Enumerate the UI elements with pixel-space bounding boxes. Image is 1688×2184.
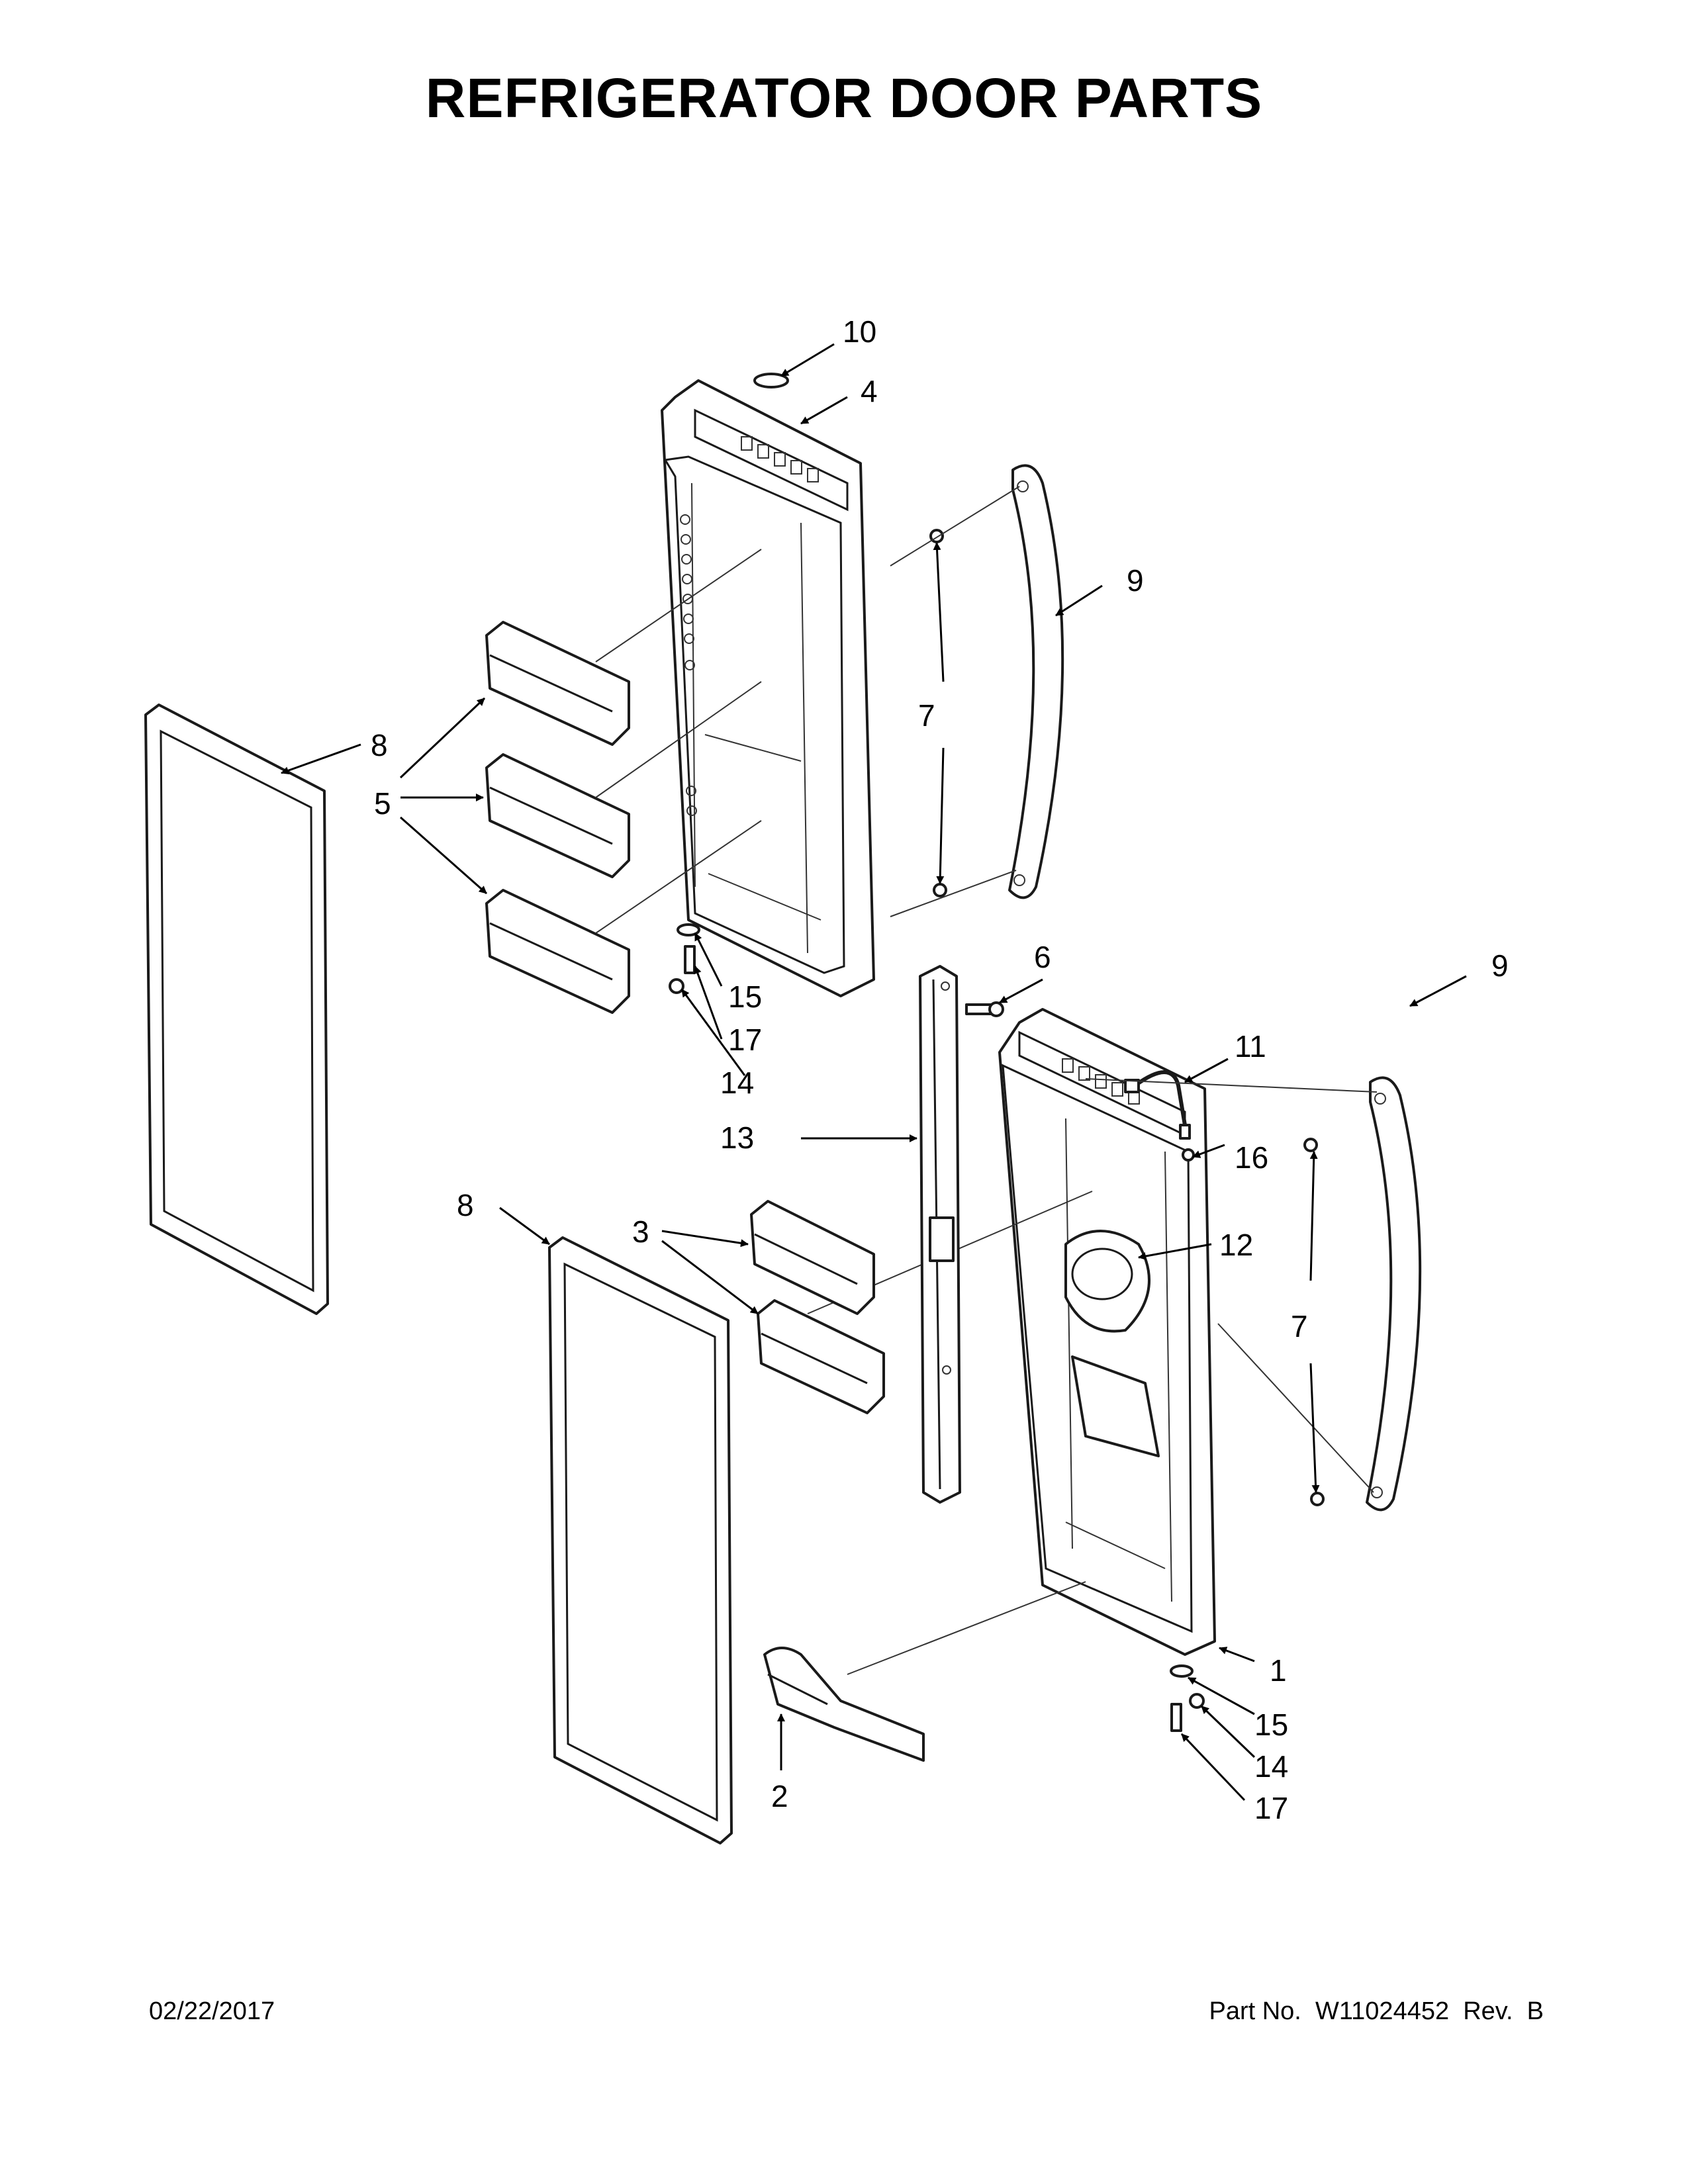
- callout-6: 6: [1034, 940, 1051, 974]
- handle-screw: [1310, 1492, 1325, 1506]
- right-door-bins: [750, 1200, 885, 1414]
- left-door-bins: [485, 621, 630, 1014]
- callout-10: 10: [843, 314, 876, 349]
- hinge-bushing-top: [753, 373, 789, 388]
- right-hinge-hardware: [1170, 1664, 1205, 1732]
- callout-14-lower: 14: [1254, 1749, 1288, 1784]
- handle-screw: [1303, 1138, 1318, 1152]
- upper-door-handle: [1008, 464, 1064, 899]
- right-door-liner: [998, 1008, 1216, 1656]
- door-latch-bar: [919, 965, 961, 1504]
- callout-7-upper: 7: [918, 698, 935, 733]
- tube-grommet: [1182, 1148, 1195, 1161]
- callout-8-lower: 8: [457, 1188, 474, 1222]
- callout-labels: 10 4 9 7 8 5 15 17 14 13 6 11 16 7 9 12 …: [371, 314, 1509, 1825]
- callout-3: 3: [632, 1214, 649, 1249]
- callout-15-upper: 15: [728, 979, 762, 1014]
- callout-13: 13: [720, 1120, 754, 1155]
- bottom-hinge-bracket: [763, 1647, 925, 1762]
- footer-date: 02/22/2017: [149, 1997, 275, 2025]
- water-tube: [1124, 1070, 1191, 1140]
- water-dispenser-housing: [1064, 1230, 1160, 1457]
- latch-screw: [965, 1001, 1004, 1017]
- callout-11: 11: [1235, 1029, 1266, 1064]
- callout-15-lower: 15: [1254, 1707, 1288, 1742]
- callout-leaders: [281, 343, 1467, 1801]
- callout-7-lower: 7: [1291, 1309, 1308, 1343]
- callout-2: 2: [771, 1779, 788, 1813]
- callout-17-lower: 17: [1254, 1791, 1288, 1825]
- left-hinge-hardware: [669, 923, 700, 994]
- callout-17-upper: 17: [728, 1023, 762, 1057]
- handle-screw: [933, 883, 947, 897]
- left-liner-top-cap: [694, 408, 849, 512]
- callout-9-upper: 9: [1127, 563, 1144, 598]
- footer-part-number: Part No. W11024452 Rev. B: [1209, 1997, 1544, 2025]
- callout-16: 16: [1235, 1140, 1268, 1175]
- left-door-liner: [661, 379, 875, 997]
- left-door-gasket: [144, 704, 329, 1315]
- callout-8-upper: 8: [371, 728, 388, 762]
- page-title: REFRIGERATOR DOOR PARTS: [425, 67, 1263, 129]
- right-door-gasket: [548, 1236, 733, 1844]
- lower-door-handle: [1366, 1076, 1422, 1512]
- callout-12: 12: [1219, 1228, 1253, 1262]
- callout-4: 4: [861, 374, 878, 408]
- callout-5: 5: [374, 786, 391, 821]
- callout-1: 1: [1270, 1653, 1287, 1688]
- callout-14-upper: 14: [720, 1066, 754, 1100]
- callout-9-lower: 9: [1491, 948, 1509, 983]
